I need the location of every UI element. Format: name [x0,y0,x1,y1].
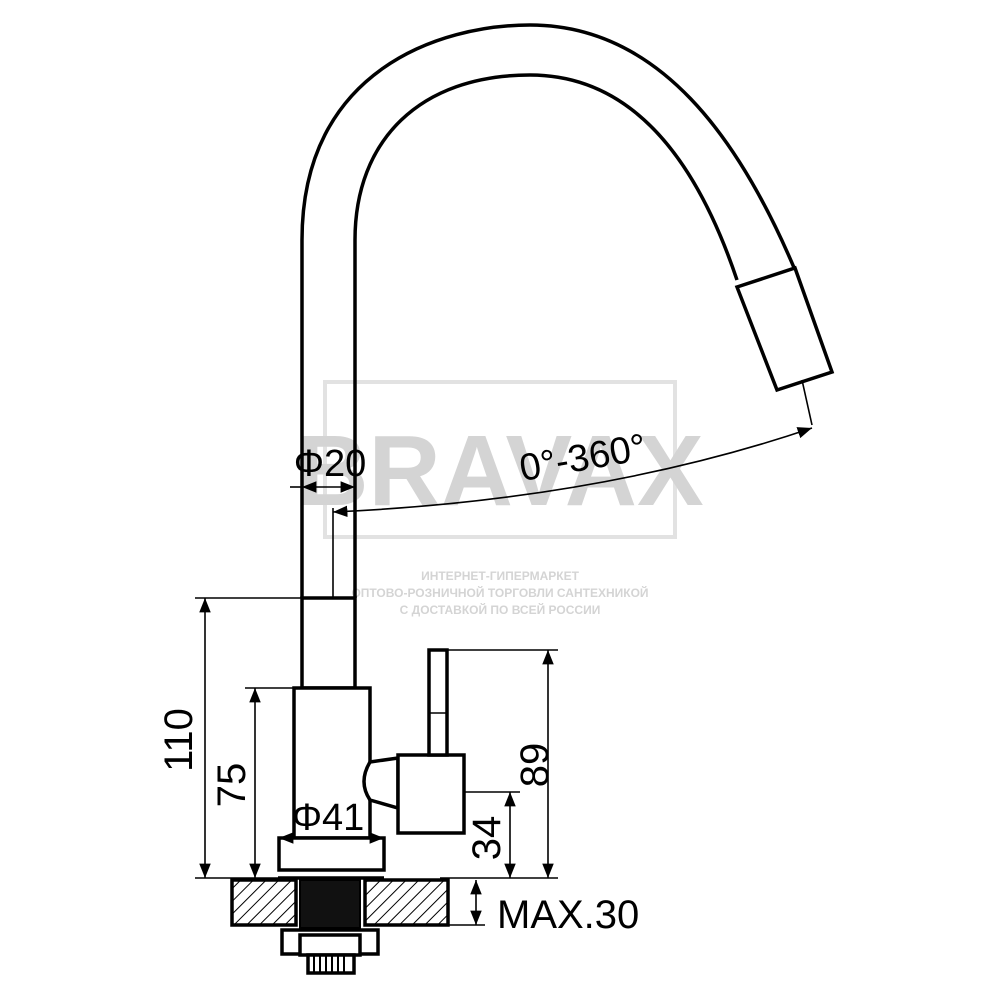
dim-total-height: 110 [157,597,302,879]
mounting-shank [299,879,361,929]
dim-total-height-label: 110 [157,708,201,772]
spray-head [734,265,835,393]
dim-lever-height: 34 [465,792,516,878]
dim-base-diameter-label: Φ41 [292,797,365,839]
watermark: BRAVAX ИНТЕРНЕТ-ГИПЕРМАРКЕТ ОПТОВО-РОЗНИ… [296,380,704,617]
dim-max-thickness: MAX.30 [448,880,639,937]
dim-spout-diameter: Φ20 [290,443,367,493]
spout-outer-outline [300,23,797,598]
dim-lever-height-label: 34 [465,816,509,861]
dim-base-diameter: Φ41 [279,797,384,844]
countertop-left [230,878,298,927]
spray-tip-line [801,379,813,426]
dim-spout-diameter-label: Φ20 [294,443,367,485]
thread-lines [313,956,345,972]
spout-inner-outline [353,73,739,598]
dim-max-thickness-label: MAX.30 [497,893,639,937]
handle-lever [427,648,449,757]
dim-handle-height: 89 [440,649,558,879]
dim-body-height-label: 75 [210,763,254,808]
watermark-line-1: ИНТЕРНЕТ-ГИПЕРМАРКЕТ [421,569,580,583]
fixing-nut-core [298,933,362,957]
dim-body-height: 75 [210,687,294,878]
countertop-right [363,878,450,927]
spout-lower-tube [300,596,357,690]
base-flange [277,836,386,872]
dim-handle-height-label: 89 [513,743,557,788]
handle-collar [362,755,400,811]
watermark-line-2: ОПТОВО-РОЗНИЧНОЙ ТОРГОВЛИ САНТЕХНИКОЙ [351,585,648,600]
handle-body [396,753,466,835]
watermark-line-3: С ДОСТАВКОЙ ПО ВСЕЙ РОССИИ [400,602,601,617]
